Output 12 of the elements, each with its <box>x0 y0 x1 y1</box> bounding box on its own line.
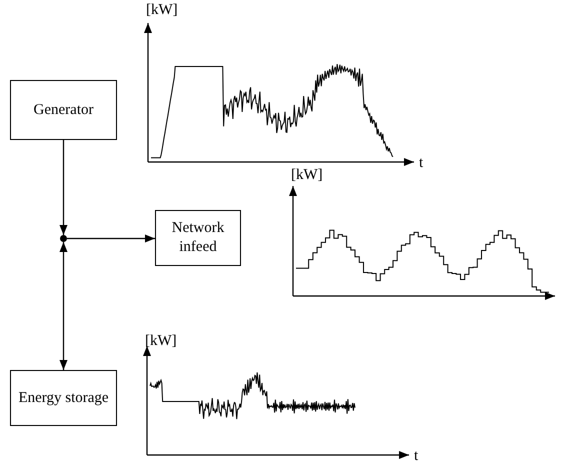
axis-label: [kW] <box>146 2 178 18</box>
process-box: Energy storage <box>10 370 117 426</box>
process-box: Generator <box>10 80 117 140</box>
arrow <box>60 242 68 370</box>
axis-label: [kW] <box>145 333 177 349</box>
arrow <box>67 234 155 242</box>
junction-dot <box>60 235 67 242</box>
axis-label: [kW] <box>291 167 323 183</box>
axis-label: t <box>414 448 418 462</box>
arrow <box>60 140 68 235</box>
process-box: Network infeed <box>155 210 241 266</box>
axis-label: t <box>419 155 424 171</box>
